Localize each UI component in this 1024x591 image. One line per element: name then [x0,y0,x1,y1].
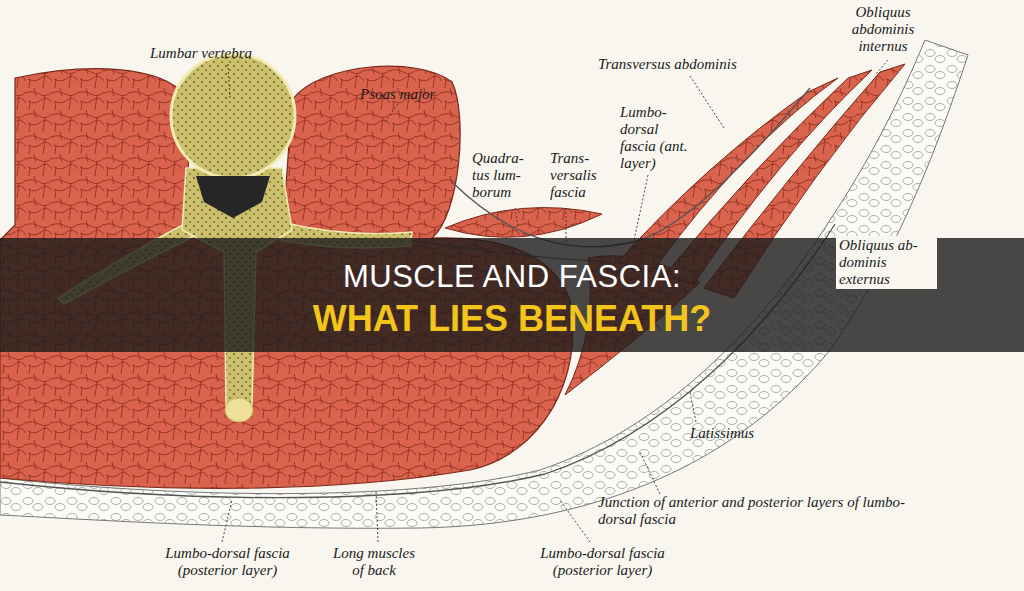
title: MUSCLE AND FASCIA: WHAT LIES BENEATH? [302,256,722,340]
spinal-canal [196,176,270,218]
part-label: Psoas major [360,86,435,103]
part-label: Long muscles of back [328,545,420,579]
part-label: Lumbar vertebra [150,45,252,62]
vertebral-body [171,54,295,178]
spinous-tip [225,398,253,422]
part-label: Lumbo-dorsal fascia (posterior layer) [140,545,315,579]
part-label: Obliquus ab- dominis externus [836,236,937,289]
part-label: Transversus abdominis [598,56,737,73]
transversalis-fascia [452,88,810,247]
part-label: Obliquus abdominis internus [838,4,928,55]
part-label: Latissimus [690,425,754,442]
part-label: Trans- versalis fascia [550,150,612,201]
part-label: Lumbo- dorsal fascia (ant. layer) [620,104,696,172]
part-label: Lumbo-dorsal fascia (posterior layer) [515,545,690,579]
part-label: Quadra- tus lum- borum [472,150,534,201]
part-label: Junction of anterior and posterior layer… [598,494,908,528]
